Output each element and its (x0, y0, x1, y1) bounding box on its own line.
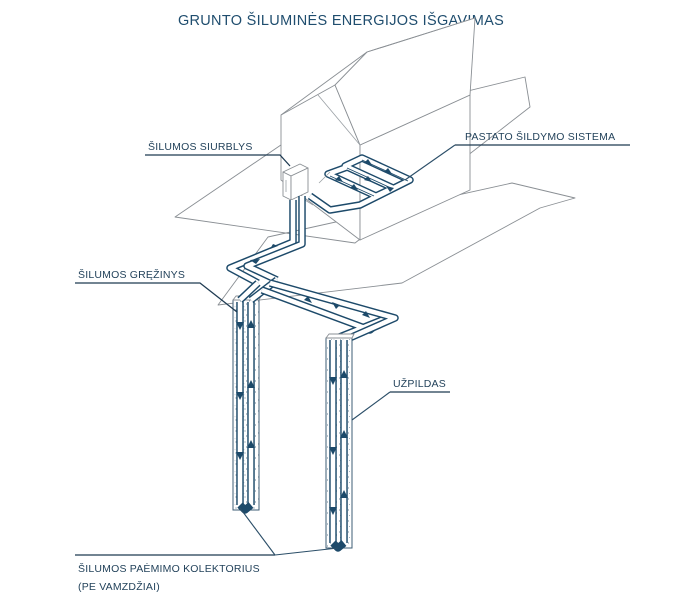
supply-return-pipes (226, 196, 306, 287)
label-heat-pump: ŠILUMOS SIURBLYS (148, 140, 253, 153)
house (280, 17, 476, 241)
borehole-right (325, 333, 355, 552)
ground-plane-upper (174, 76, 531, 244)
label-building-heating: PASTATO ŠILDYMO SISTEMA (465, 130, 615, 143)
heat-pump-unit (282, 163, 309, 201)
ground-plane-lower (217, 182, 576, 306)
leader-lines (75, 144, 630, 556)
label-borehole: ŠILUMOS GRĘŽINYS (78, 268, 185, 281)
diagram-title: GRUNTO ŠILUMINĖS ENERGIJOS IŠGAVIMAS (178, 11, 504, 29)
collector-connection (237, 277, 399, 344)
label-collector-pipes: (PE VAMZDŽIAI) (78, 580, 160, 593)
label-collector: ŠILUMOS PAĖMIMO KOLEKTORIUS (78, 562, 260, 575)
borehole-left (232, 295, 262, 514)
label-fill: UŽPILDAS (393, 377, 446, 390)
